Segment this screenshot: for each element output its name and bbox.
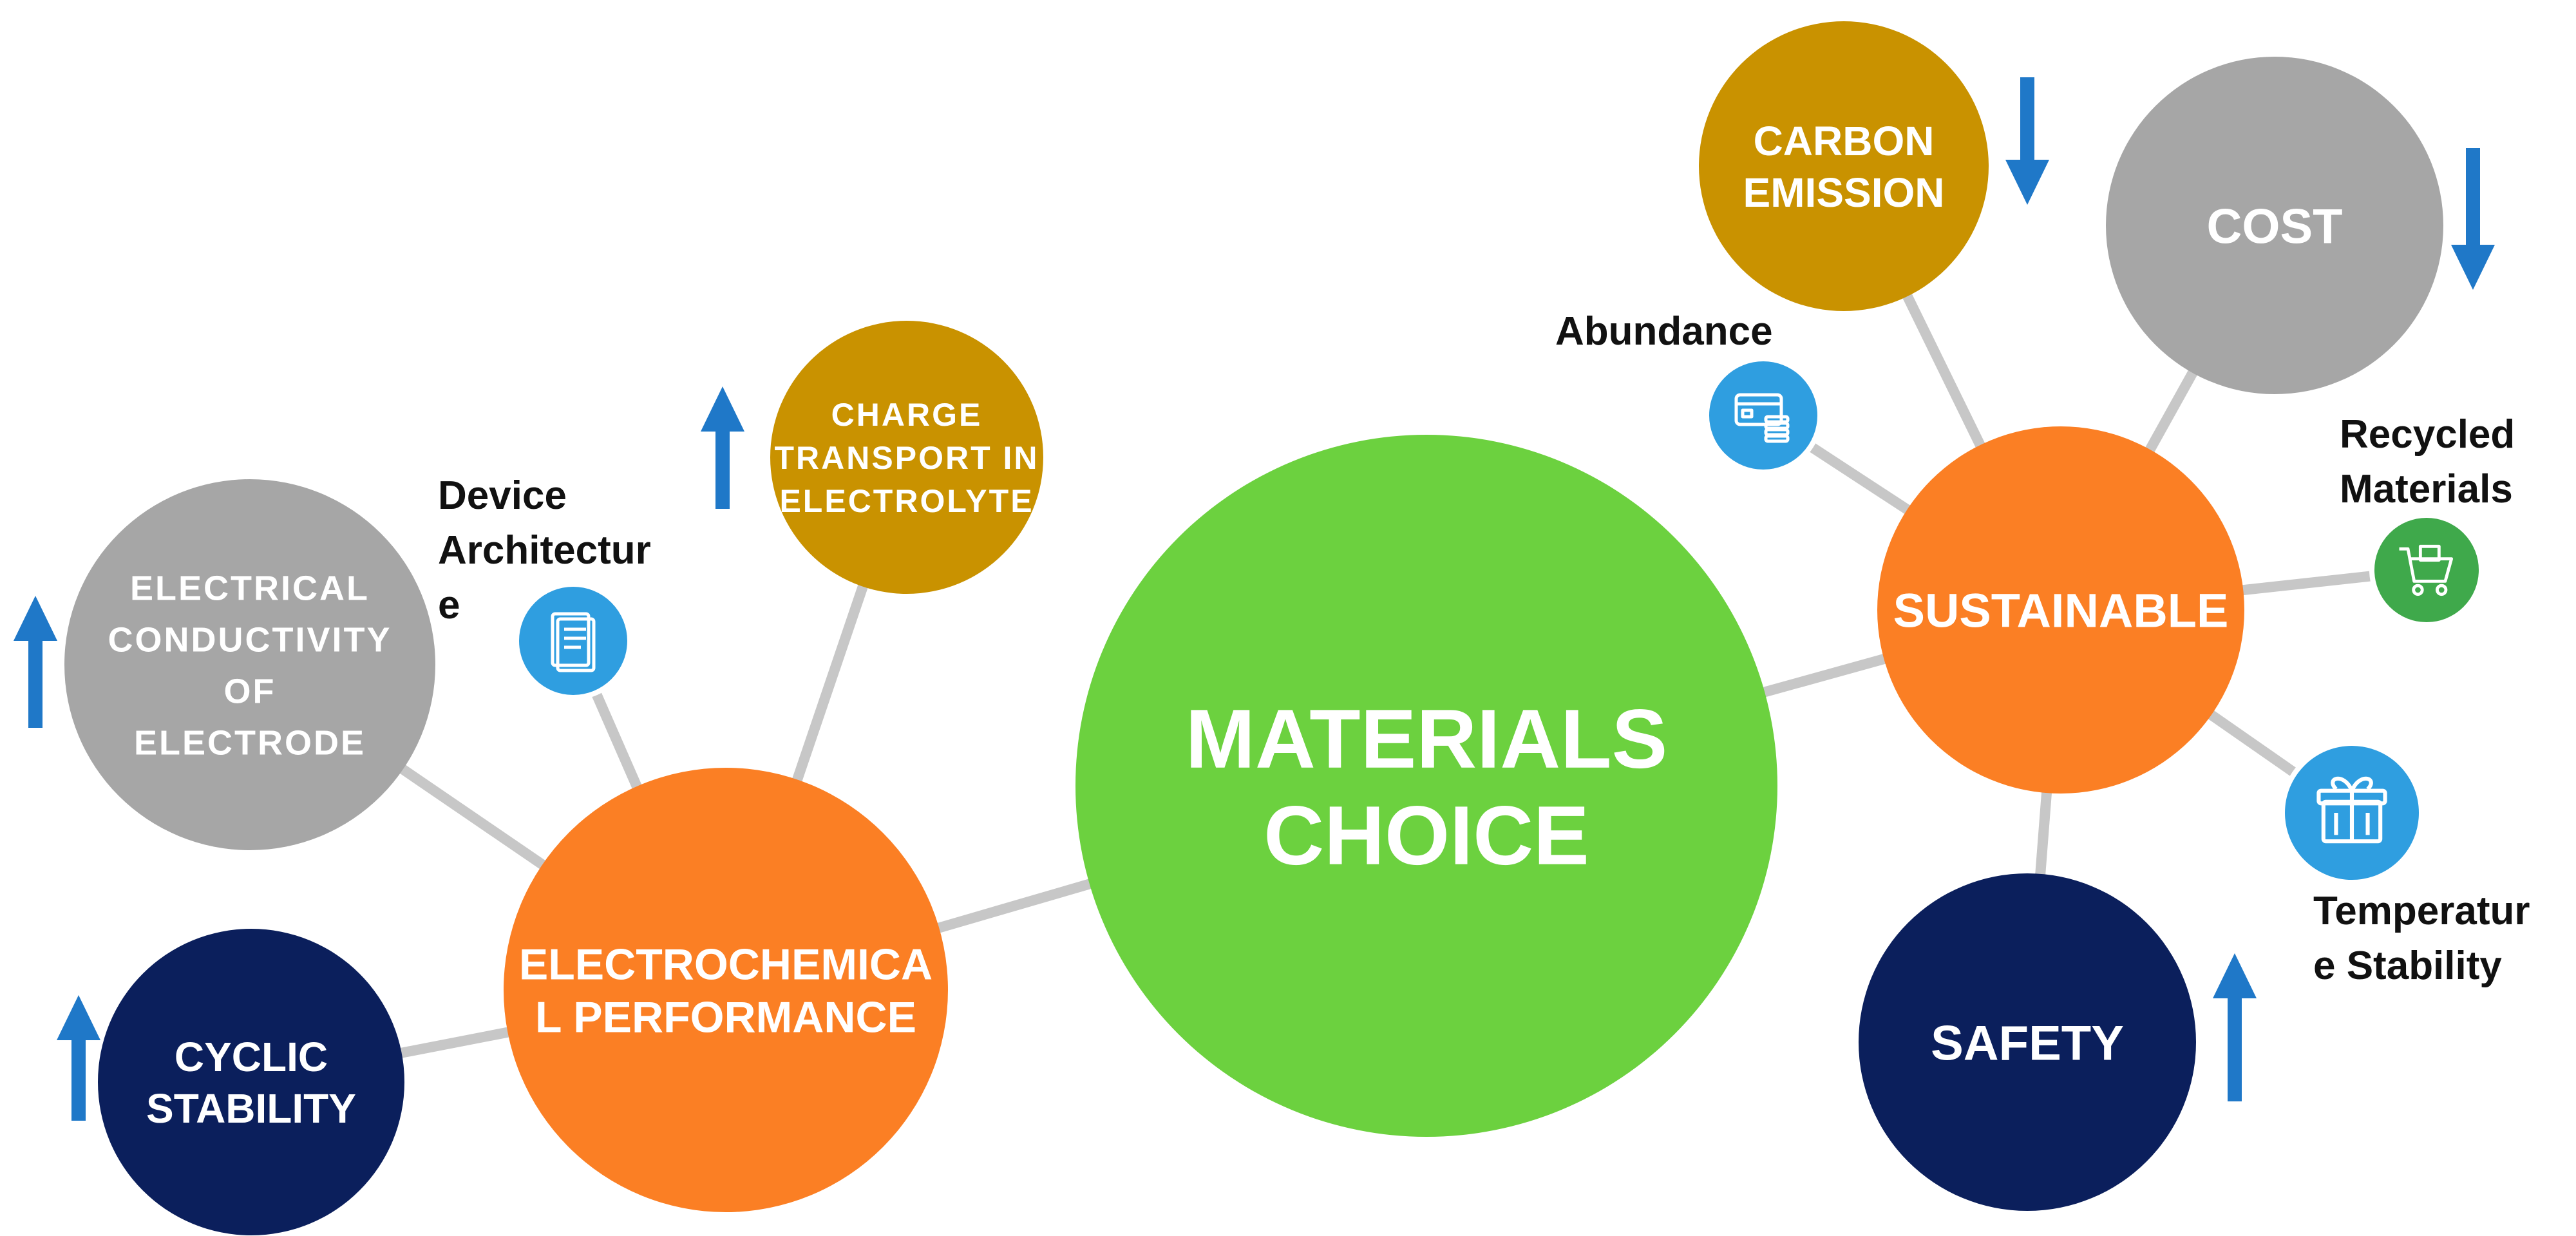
electrical-conductivity-label-line: CONDUCTIVITY <box>108 620 392 659</box>
recycled-materials-label-line: Recycled <box>2340 412 2515 457</box>
charge-transport-label-line: ELECTROLYTE <box>779 483 1034 519</box>
charge-transport-circle <box>770 321 1043 594</box>
cyclic-stability-label-line: STABILITY <box>146 1085 356 1132</box>
device-architecture-label-line: e <box>438 583 460 627</box>
sustainable-bubble: SUSTAINABLE <box>1877 426 2244 794</box>
center-label-line: CHOICE <box>1264 788 1589 882</box>
charge-transport-label-line: TRANSPORT IN <box>775 440 1039 476</box>
cyclic-stability-circle <box>98 929 404 1235</box>
cart-icon <box>2369 513 2484 627</box>
device-architecture-icon-circle <box>514 582 632 700</box>
electrochemical-circle <box>504 768 948 1212</box>
carbon-emission-label-line: EMISSION <box>1743 169 1945 216</box>
carbon-emission-label-line: CARBON <box>1754 118 1935 164</box>
charge-transport-label-line: CHARGE <box>831 397 983 433</box>
arrow-up-icon <box>2213 953 2257 1101</box>
temperature-stability-label-line: e Stability <box>2313 944 2502 988</box>
cost-circle <box>2106 57 2443 394</box>
arrow-down-icon <box>2451 148 2495 290</box>
abundance-label-line: Abundance <box>1555 309 1773 354</box>
card-coins-icon <box>1704 356 1823 475</box>
safety-label-line: SAFETY <box>1931 1016 2124 1070</box>
recycled-materials-icon-circle <box>2369 513 2484 627</box>
device-architecture-label-line: Architectur <box>438 528 651 573</box>
electrochemical-label-line: L PERFORMANCE <box>535 993 916 1041</box>
center-label-line: MATERIALS <box>1186 692 1668 786</box>
gift-box-icon <box>2280 741 2424 885</box>
arrow-up-icon <box>57 995 100 1121</box>
arrow-up-icon <box>14 596 57 728</box>
cyclic-stability-bubble: CYCLIC STABILITY <box>98 929 404 1235</box>
carbon-emission-bubble: CARBON EMISSION <box>1699 21 1989 311</box>
electrical-conductivity-label-line: ELECTRICAL <box>130 569 370 607</box>
cost-label-line: COST <box>2206 199 2342 254</box>
safety-circle <box>1859 873 2196 1211</box>
carbon-emission-circle <box>1699 21 1989 311</box>
device-architecture-label-line: Device <box>438 473 567 518</box>
charge-transport-bubble: CHARGE TRANSPORT IN ELECTROLYTE <box>770 321 1043 594</box>
recycled-materials-label-line: Materials <box>2340 467 2513 511</box>
document-icon <box>514 582 632 700</box>
sustainable-circle <box>1877 426 2244 794</box>
electrical-conductivity-label-line: ELECTRODE <box>134 723 366 762</box>
center-circle <box>1075 435 1777 1137</box>
electrochemical-label-line: ELECTROCHEMICA <box>519 940 933 989</box>
electrical-conductivity-bubble: ELECTRICAL CONDUCTIVITY OF ELECTRODE <box>64 479 435 850</box>
electrical-conductivity-circle <box>64 479 435 850</box>
arrow-down-icon <box>2005 77 2049 205</box>
arrow-up-icon <box>701 386 744 509</box>
temperature-stability-label-line: Temperatur <box>2313 889 2530 933</box>
abundance-icon-circle <box>1704 356 1823 475</box>
electrical-conductivity-label-line: OF <box>224 672 276 710</box>
safety-bubble: SAFETY <box>1859 873 2196 1211</box>
cyclic-stability-label-line: CYCLIC <box>175 1034 328 1080</box>
sustainable-label-line: SUSTAINABLE <box>1893 584 2229 638</box>
cost-bubble: COST <box>2106 57 2443 394</box>
trend-arrows <box>14 77 2495 1121</box>
icon-nodes <box>514 356 2484 885</box>
